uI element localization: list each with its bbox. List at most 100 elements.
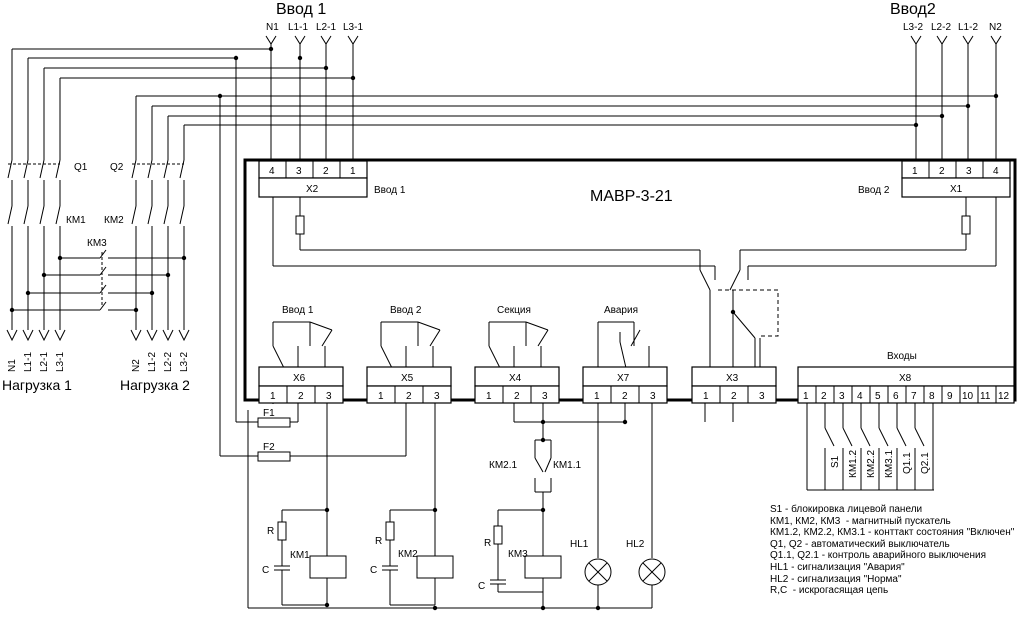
q2-label: Q2	[110, 162, 124, 173]
relay-block-x7: Авария X7 1 2 3	[582, 305, 668, 404]
svg-text:4: 4	[857, 391, 863, 402]
r-label-2: R	[375, 536, 382, 547]
bottom-dots	[324, 419, 628, 611]
svg-text:X8: X8	[899, 373, 912, 384]
svg-text:N1: N1	[7, 359, 18, 372]
svg-text:1: 1	[486, 391, 492, 402]
relay-block-x3: X3 1 2 3	[691, 366, 777, 404]
load-arrows	[6, 329, 190, 342]
svg-text:1: 1	[270, 391, 276, 402]
svg-text:7: 7	[911, 391, 917, 402]
svg-text:2: 2	[514, 391, 520, 402]
c-label-2: C	[370, 565, 377, 576]
connector-x2: 4 3 2 1 X2	[258, 160, 368, 198]
legend: S1 - блокировка лицевой панели КМ1, КМ2,…	[770, 504, 1020, 597]
r-label-1: R	[267, 526, 274, 537]
km2-label: КМ2	[104, 215, 124, 226]
legend-item: HL1 - сигнализация "Авария"	[770, 561, 905, 573]
svg-text:3: 3	[296, 166, 302, 177]
svg-text:Секция: Секция	[497, 305, 531, 316]
svg-text:9: 9	[947, 391, 953, 402]
svg-text:N2: N2	[131, 359, 142, 372]
contactor-km3	[12, 249, 184, 311]
hl2-label: HL2	[626, 539, 645, 550]
legend-item: КМ1, КМ2, КМ3 - магнитный пускатель	[770, 515, 951, 527]
svg-text:2: 2	[406, 391, 412, 402]
connector-x1: 1 2 3 4 X1	[901, 160, 1011, 198]
legend-item: S1 - блокировка лицевой панели	[770, 504, 923, 515]
coil-km2-label: КМ2	[398, 549, 418, 560]
input2-term-label: L1-2	[958, 22, 978, 33]
input-wires	[11, 44, 997, 457]
km3-dots	[9, 255, 187, 313]
svg-text:Q1.1: Q1.1	[902, 452, 913, 474]
coil-km3-label: КМ3	[508, 549, 528, 560]
breaker-q1	[7, 159, 61, 330]
input2-term-label: L2-2	[931, 22, 951, 33]
svg-text:X2: X2	[306, 184, 319, 195]
legend-item: КМ1.2, КМ2.2, КМ3.1 - конттакт состояния…	[770, 527, 1015, 539]
input2-term-label: L3-2	[903, 22, 923, 33]
load2-label: Нагрузка 2	[120, 377, 190, 393]
input1-term-label: L1-1	[288, 22, 308, 33]
input2-title: Ввод2	[890, 1, 936, 18]
load1-label: Нагрузка 1	[2, 377, 72, 393]
svg-text:2: 2	[731, 391, 737, 402]
input1-term-label: L3-1	[343, 22, 363, 33]
f2-label: F2	[263, 442, 275, 453]
svg-text:X4: X4	[509, 373, 522, 384]
svg-text:3: 3	[839, 391, 845, 402]
svg-text:КМ1.2: КМ1.2	[848, 450, 859, 478]
svg-text:1: 1	[350, 166, 356, 177]
load2-term-labels: N2 L1-2 L2-2 L3-2	[131, 352, 190, 372]
x1-caption: Ввод 2	[858, 185, 890, 196]
svg-text:Авария: Авария	[604, 305, 638, 316]
svg-text:1: 1	[703, 391, 709, 402]
svg-text:L2-1: L2-1	[39, 352, 50, 372]
svg-text:2: 2	[821, 391, 827, 402]
svg-text:8: 8	[929, 391, 935, 402]
svg-text:3: 3	[434, 391, 440, 402]
svg-text:1: 1	[594, 391, 600, 402]
svg-text:3: 3	[759, 391, 765, 402]
hl1-label: HL1	[570, 539, 589, 550]
svg-text:4: 4	[269, 166, 275, 177]
legend-item: Q1, Q2 - автоматический выключатель	[770, 538, 950, 550]
svg-text:L3-1: L3-1	[55, 352, 66, 372]
svg-text:4: 4	[993, 166, 999, 177]
x2-caption: Ввод 1	[374, 185, 406, 196]
svg-text:3: 3	[650, 391, 656, 402]
svg-text:X7: X7	[617, 373, 630, 384]
svg-text:2: 2	[622, 391, 628, 402]
km3-label: КМ3	[87, 238, 107, 249]
r-label-3: R	[484, 538, 491, 549]
svg-text:1: 1	[378, 391, 384, 402]
svg-text:Входы: Входы	[887, 351, 917, 362]
f1-label: F1	[263, 408, 275, 419]
svg-text:X5: X5	[401, 373, 414, 384]
input2-term-label: N2	[989, 22, 1002, 33]
breaker-q2	[131, 159, 185, 330]
c-label-1: C	[262, 565, 269, 576]
relay-block-x4: Секция X4 1 2 3	[474, 305, 560, 404]
input-switches	[806, 403, 934, 491]
junction-dots	[217, 46, 999, 128]
svg-text:2: 2	[939, 166, 945, 177]
svg-text:X6: X6	[293, 373, 306, 384]
svg-text:Ввод 1: Ввод 1	[282, 305, 314, 316]
input1-term-label: N1	[266, 22, 279, 33]
km1-label: КМ1	[66, 215, 86, 226]
svg-text:S1: S1	[830, 455, 841, 468]
svg-text:2: 2	[323, 166, 329, 177]
coil-km1-label: КМ1	[290, 550, 310, 561]
svg-text:L1-1: L1-1	[23, 352, 34, 372]
svg-text:КМ3.1: КМ3.1	[884, 450, 895, 478]
svg-text:11: 11	[980, 391, 991, 402]
c-label-3: C	[478, 581, 485, 592]
legend-item: Q1.1, Q2.1 - контроль аварийного выключе…	[770, 550, 986, 562]
internal-wiring	[272, 197, 997, 367]
svg-text:КМ2.2: КМ2.2	[866, 450, 877, 478]
svg-text:1: 1	[912, 166, 918, 177]
q1-label: Q1	[74, 162, 88, 173]
